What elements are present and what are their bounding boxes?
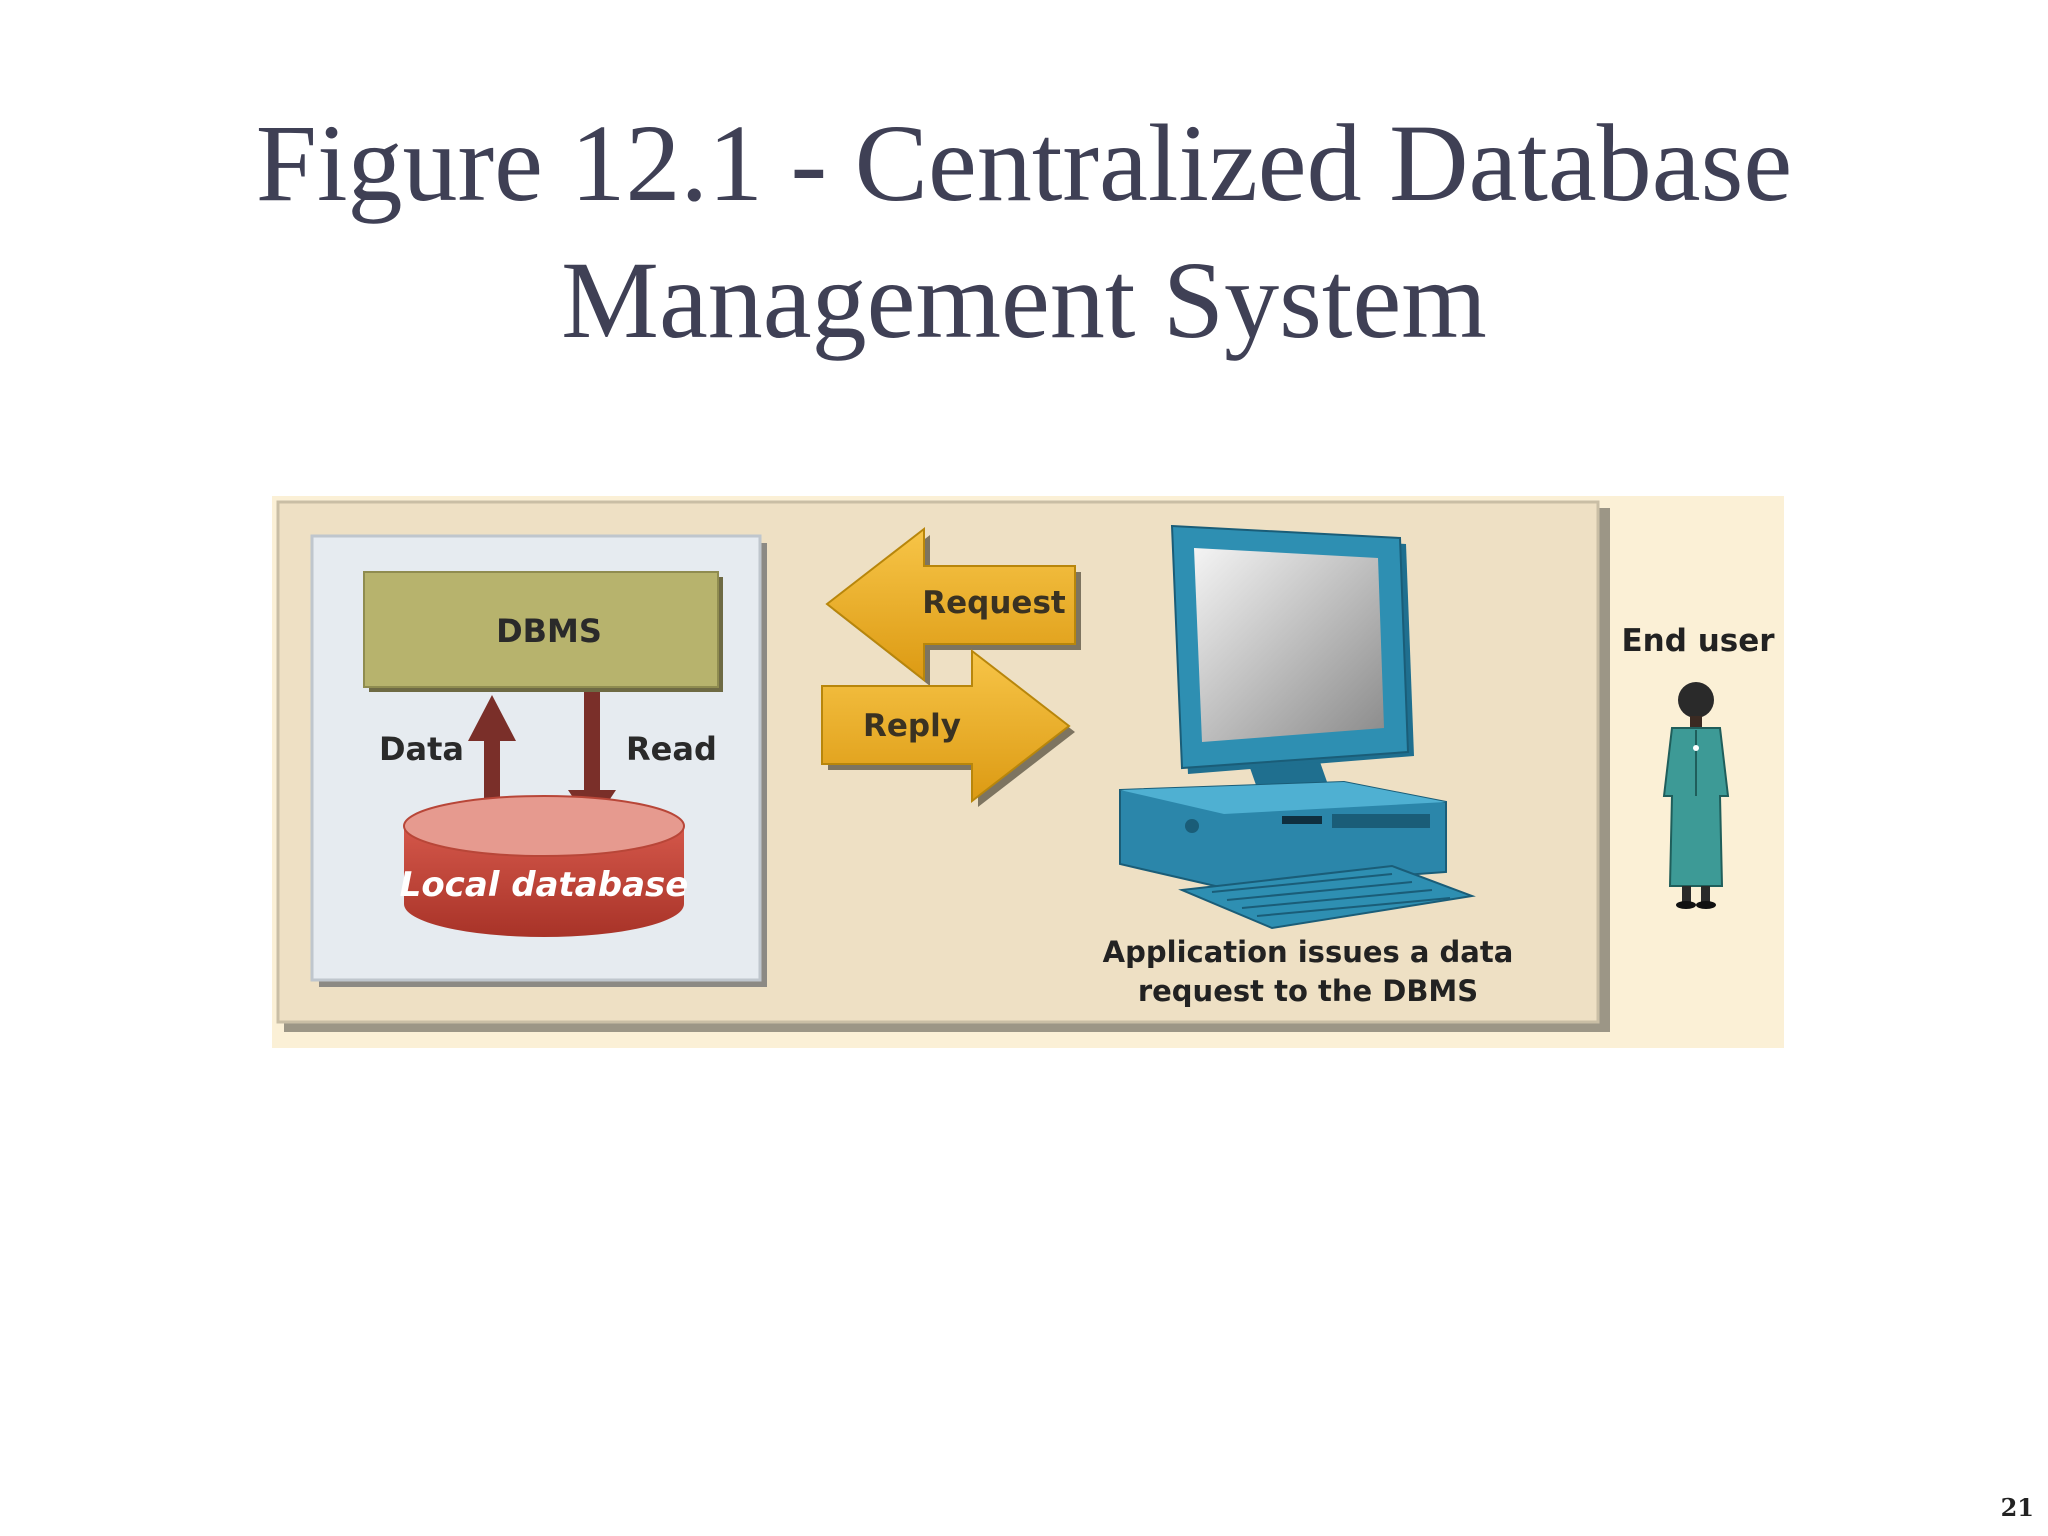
request-arrow: [825, 526, 1081, 686]
computer-icon: [1119, 524, 1476, 930]
end-user-icon: [1662, 682, 1730, 909]
slide-title: Figure 12.1 - Centralized Database Manag…: [0, 95, 2048, 369]
dbms-box: [363, 571, 719, 688]
read-label: Read: [626, 730, 717, 768]
page-number: 21: [2000, 1493, 2034, 1522]
data-label: Data: [379, 730, 464, 768]
local-database-cylinder: [403, 795, 685, 937]
request-label: Request: [922, 585, 1066, 621]
centralized-dbms-diagram: DBMS Data Read Local database Request Re…: [272, 496, 1784, 1048]
reply-arrow: [821, 648, 1075, 807]
reply-label: Reply: [863, 708, 961, 744]
title-line-2: Management System: [561, 239, 1487, 361]
local-database-label: Local database: [400, 865, 689, 905]
caption-line-2: request to the DBMS: [1138, 974, 1478, 1008]
end-user-label: End user: [1621, 623, 1775, 659]
dbms-label: DBMS: [496, 612, 602, 650]
caption-line-1: Application issues a data: [1103, 935, 1514, 969]
title-line-1: Figure 12.1 - Centralized Database: [255, 102, 1793, 224]
